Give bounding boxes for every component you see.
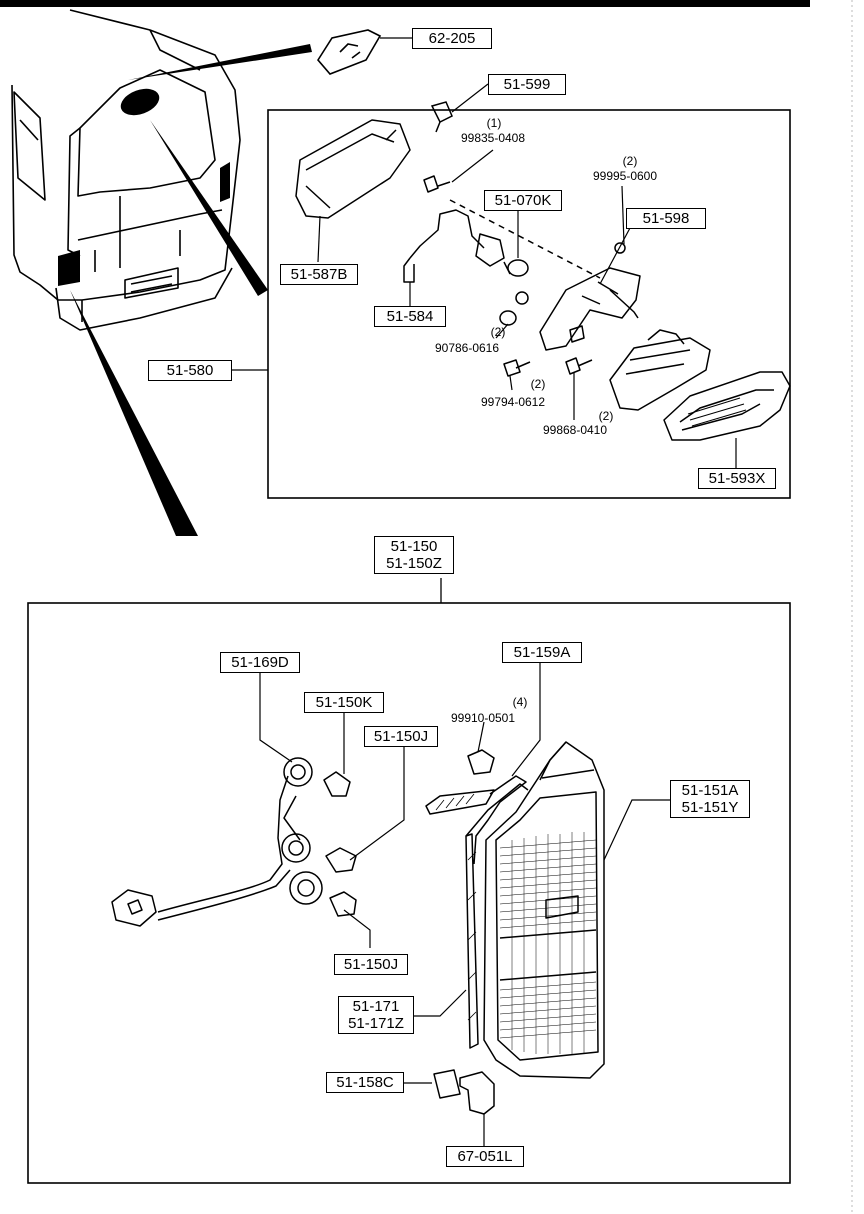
label-lamp-lens-b: 51-151Y bbox=[681, 799, 739, 816]
qty-screw-1: (1) bbox=[486, 116, 502, 130]
high-mount-parts bbox=[295, 119, 791, 441]
rear-lamp-leaders bbox=[259, 660, 670, 1146]
partno-grommet: 90786-0616 bbox=[434, 341, 500, 355]
label-bulb-turn-upper: 51-150J bbox=[364, 726, 438, 747]
label-lamp-lens-a: 51-151A bbox=[681, 782, 739, 799]
high-mount-box bbox=[267, 109, 791, 499]
label-lens: 51-593X bbox=[698, 468, 776, 489]
label-bracket: 51-598 bbox=[626, 208, 706, 229]
vehicle-left-taillight bbox=[58, 250, 80, 286]
label-bulb-stop: 51-150K bbox=[304, 692, 384, 713]
qty-nut: (4) bbox=[512, 695, 528, 709]
label-high-mount-assembly: 51-580 bbox=[148, 360, 232, 381]
label-cover: 51-587B bbox=[280, 264, 358, 285]
leader-highmount bbox=[150, 120, 268, 296]
gasket-hatch bbox=[435, 793, 477, 1021]
top-border bbox=[0, 0, 810, 7]
label-socket-harness: 51-584 bbox=[374, 306, 446, 327]
label-gasket-side-a: 51-171 bbox=[352, 998, 400, 1015]
label-gasket-top: 51-159A bbox=[502, 642, 582, 663]
emblem-part bbox=[317, 29, 382, 75]
partno-bolt: 99794-0612 bbox=[480, 395, 546, 409]
label-bulb-turn-lower: 51-150J bbox=[334, 954, 408, 975]
rear-lamp-parts bbox=[111, 741, 605, 1115]
partno-screw-3: 99868-0410 bbox=[542, 423, 608, 437]
label-gasket-side-b: 51-171Z bbox=[348, 1015, 404, 1032]
qty-screw-3: (2) bbox=[598, 409, 614, 423]
vehicle-high-mount-lamp bbox=[120, 88, 160, 116]
label-rear-lamp-assembly-a: 51-150 bbox=[390, 538, 438, 555]
label-lamp-lens: 51-151A 51-151Y bbox=[670, 780, 750, 818]
label-harness: 51-169D bbox=[220, 652, 300, 673]
label-rear-lamp-assembly-b: 51-150Z bbox=[386, 555, 442, 572]
qty-grommet: (2) bbox=[490, 325, 506, 339]
partno-washer-2: 99995-0600 bbox=[592, 169, 658, 183]
qty-washer-2: (2) bbox=[622, 154, 638, 168]
vehicle-rear-view bbox=[11, 9, 241, 331]
vehicle-right-taillight bbox=[220, 162, 230, 202]
label-gasket-bottom: 51-158C bbox=[326, 1072, 404, 1093]
label-rear-lamp-assembly: 51-150 51-150Z bbox=[374, 536, 454, 574]
partno-screw-1: 99835-0408 bbox=[460, 131, 526, 145]
label-clip-bottom: 67-051L bbox=[446, 1146, 524, 1167]
label-clip-top: 51-599 bbox=[488, 74, 566, 95]
label-emblem: 62-205 bbox=[412, 28, 492, 49]
rear-lamp-box bbox=[27, 602, 791, 1184]
high-mount-leaders bbox=[317, 149, 737, 468]
clip-top-leader bbox=[451, 83, 489, 113]
partno-nut: 99910-0501 bbox=[450, 711, 516, 725]
qty-bolt: (2) bbox=[530, 377, 546, 391]
lens-grid bbox=[499, 832, 597, 1054]
leader-emblem bbox=[128, 44, 312, 80]
clip-top-part bbox=[430, 101, 453, 133]
label-bulb-small: 51-070K bbox=[484, 190, 562, 211]
label-gasket-side: 51-171 51-171Z bbox=[338, 996, 414, 1034]
leader-taillight bbox=[70, 290, 198, 536]
lens-texture bbox=[687, 397, 747, 427]
